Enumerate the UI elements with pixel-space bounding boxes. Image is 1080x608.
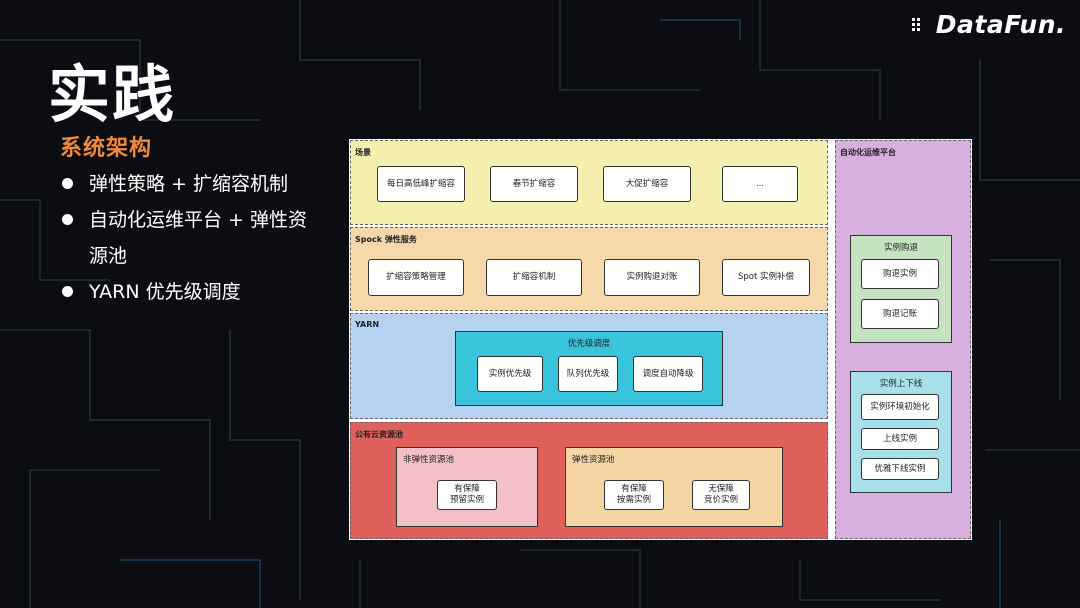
architecture-diagram: 场景 每日高低峰扩缩容 春节扩缩容 大促扩缩容 ... Spock 弹性服务 扩…: [349, 139, 972, 540]
bullet-dot-icon: [62, 214, 73, 225]
scene-layer: 场景 每日高低峰扩缩容 春节扩缩容 大促扩缩容 ...: [350, 140, 828, 225]
spock-item: 扩缩容策略管理: [368, 259, 464, 296]
scene-item: ...: [722, 166, 798, 202]
online-item: 优雅下线实例: [861, 458, 939, 480]
instance-online-offline-title: 实例上下线: [879, 379, 923, 389]
bullet-list: 弹性策略 + 扩缩容机制 自动化运维平台 + 弹性资源池 YARN 优先级调度: [62, 166, 322, 310]
ops-platform-column: 自动化运维平台 实例购退 购退实例 购退记账 实例上下线 实例环境初始化 上线实…: [835, 140, 971, 539]
bullet-text: 弹性策略 + 扩缩容机制: [89, 173, 288, 195]
slide-subtitle: 系统架构: [60, 136, 153, 161]
scene-item: 大促扩缩容: [603, 166, 691, 202]
instance-online-offline-panel: 实例上下线 实例环境初始化 上线实例 优雅下线实例: [850, 371, 952, 493]
yarn-item: 调度自动降级: [633, 356, 703, 392]
scene-item: 每日高低峰扩缩容: [377, 166, 465, 202]
purchase-item: 购退记账: [861, 299, 939, 329]
instance-purchase-panel: 实例购退 购退实例 购退记账: [850, 235, 952, 343]
bullet-dot-icon: [62, 178, 73, 189]
purchase-item: 购退实例: [861, 259, 939, 289]
yarn-layer: YARN 优先级调度 实例优先级 队列优先级 调度自动降级: [350, 313, 828, 419]
spock-layer-label: Spock 弹性服务: [355, 235, 417, 244]
spock-item: 实例购退对账: [604, 259, 700, 296]
yarn-item: 实例优先级: [477, 356, 543, 392]
ops-platform-label: 自动化运维平台: [840, 148, 896, 157]
spock-item: 扩缩容机制: [486, 259, 582, 296]
spock-item: Spot 实例补偿: [722, 259, 810, 296]
bullet-dot-icon: [62, 286, 73, 297]
elastic-pool-panel: 弹性资源池 有保障 按需实例 无保障 竞价实例: [565, 447, 783, 527]
scene-item: 春节扩缩容: [490, 166, 578, 202]
public-cloud-pool-layer: 公有云资源池 非弹性资源池 有保障 预留实例 弹性资源池 有保障 按需实例 无保…: [350, 422, 828, 539]
slide-title: 实践: [48, 58, 177, 131]
spock-layer: Spock 弹性服务 扩缩容策略管理 扩缩容机制 实例购退对账 Spot 实例补…: [350, 227, 828, 311]
priority-scheduling-title: 优先级调度: [567, 339, 611, 349]
online-item: 实例环境初始化: [861, 394, 939, 420]
online-item: 上线实例: [861, 428, 939, 450]
bullet-item: YARN 优先级调度: [62, 274, 322, 310]
on-demand-instance-box: 有保障 按需实例: [604, 480, 664, 510]
yarn-item: 队列优先级: [558, 356, 618, 392]
bullet-item: 弹性策略 + 扩缩容机制: [62, 166, 322, 202]
bullet-text: YARN 优先级调度: [89, 281, 241, 303]
bullet-text: 自动化运维平台 + 弹性资源池: [89, 209, 307, 267]
bullet-item: 自动化运维平台 + 弹性资源池: [62, 202, 322, 274]
non-elastic-pool-panel: 非弹性资源池 有保障 预留实例: [396, 447, 538, 527]
datafun-logo: DataFun.: [910, 10, 1066, 39]
public-cloud-pool-label: 公有云资源池: [355, 430, 403, 439]
logo-text: DataFun.: [935, 10, 1066, 39]
yarn-layer-label: YARN: [355, 320, 380, 329]
priority-scheduling-panel: 优先级调度 实例优先级 队列优先级 调度自动降级: [455, 331, 723, 406]
instance-purchase-title: 实例购退: [883, 243, 918, 253]
non-elastic-pool-title: 非弹性资源池: [403, 455, 455, 465]
elastic-pool-title: 弹性资源池: [572, 455, 615, 465]
reserved-instance-box: 有保障 预留实例: [437, 480, 497, 510]
scene-layer-label: 场景: [355, 148, 371, 157]
logo-grid-icon: [911, 17, 920, 31]
spot-instance-box: 无保障 竞价实例: [692, 480, 750, 510]
